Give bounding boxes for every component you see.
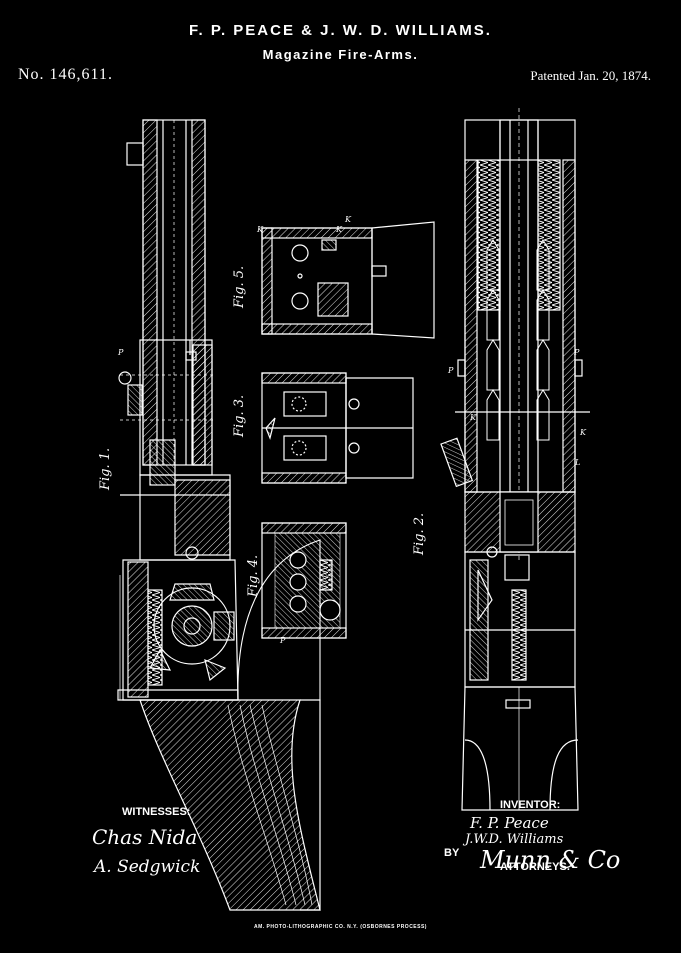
figure-5-drawing	[261, 221, 435, 339]
figure-2-label: Fig. 2.	[412, 512, 427, 555]
patent-subtitle: Magazine Fire-Arms.	[262, 47, 419, 62]
callout-l: L	[574, 458, 580, 467]
inventor-signature-2: J.W.D. Williams	[465, 832, 564, 847]
patent-number: No. 146,611.	[18, 66, 113, 83]
attorney-signature: Munn & Co	[480, 846, 621, 874]
figure-1-label: Fig. 1.	[98, 447, 113, 490]
witness-signature-1: Chas Nida	[92, 825, 198, 849]
patent-date: Patented Jan. 20, 1874.	[530, 68, 651, 83]
patent-title: F. P. PEACE & J. W. D. WILLIAMS.	[189, 22, 492, 39]
figure-5-label: Fig. 5.	[232, 265, 247, 308]
callout-k: K	[256, 225, 264, 234]
witness-signature-2: A. Sedgwick	[94, 857, 201, 877]
callout-k4: K	[469, 413, 477, 422]
inventor-label: INVENTOR:	[500, 799, 561, 811]
callout-p: P	[447, 366, 454, 375]
attorneys-label: ATTORNEYS.	[500, 861, 570, 873]
callout-k5: K	[579, 428, 587, 437]
figure-1-drawing	[117, 119, 321, 911]
lithographer-footer: AM. PHOTO-LITHOGRAPHIC CO. N.Y. (OSBORNE…	[254, 924, 427, 930]
callout-p4: P	[279, 636, 286, 645]
callout-k2: K	[344, 215, 352, 224]
figure-4-label: Fig. 4.	[246, 554, 261, 597]
witnesses-label: WITNESSES:	[122, 806, 191, 818]
figure-2-drawing	[440, 108, 590, 811]
figure-4-drawing	[261, 522, 347, 639]
callout-p2: P	[573, 348, 580, 357]
callout-k3: K	[335, 225, 343, 234]
callout-p3: P	[117, 348, 124, 357]
by-label: BY	[444, 847, 460, 859]
figure-3-label: Fig. 3.	[232, 394, 247, 437]
inventor-signature-1: F. P. Peace	[470, 814, 549, 832]
figure-3-drawing	[261, 372, 414, 484]
